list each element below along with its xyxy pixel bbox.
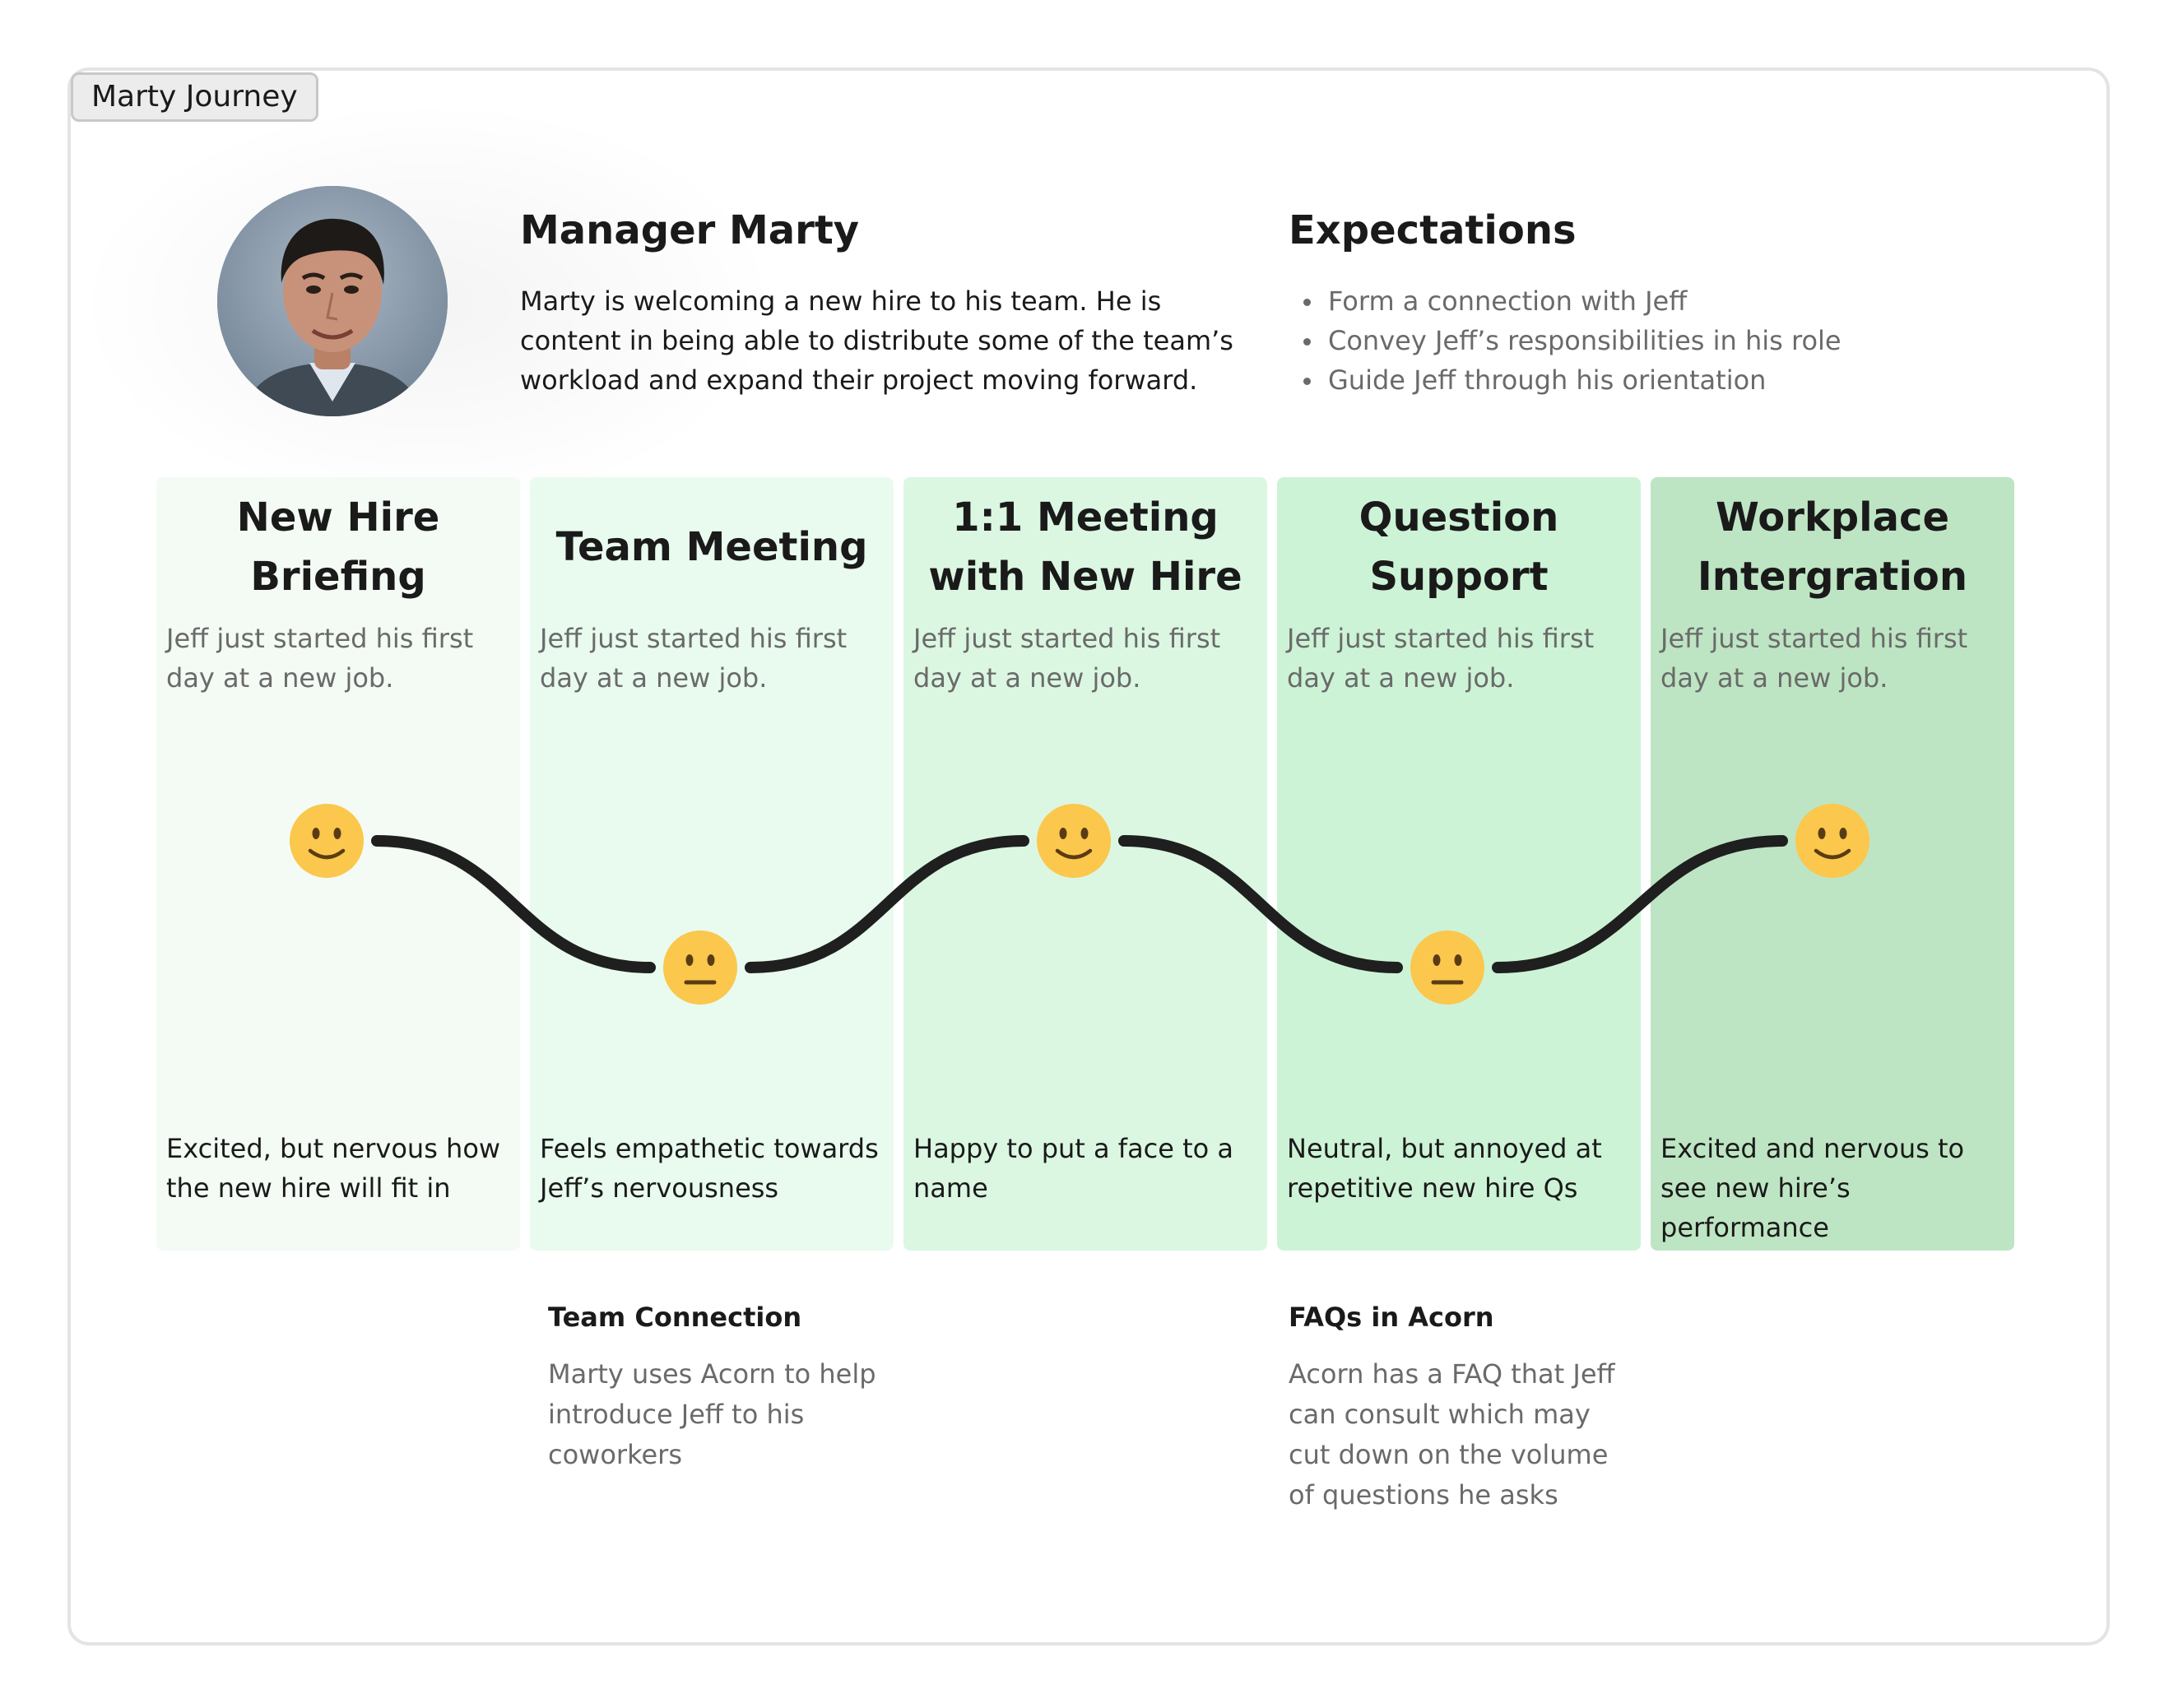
persona-description: Marty is welcoming a new hire to his tea…: [520, 285, 1233, 396]
stage-context: Jeff just started his first day at a new…: [1660, 623, 1968, 694]
frame-label[interactable]: Marty Journey: [71, 72, 318, 122]
stage-title: 1:1 Meeting with New Hire: [928, 494, 1242, 600]
stage-card: Question Support Jeff just started his f…: [1277, 477, 1641, 1251]
opportunity-description: Acorn has a FAQ that Jeff can consult wh…: [1289, 1358, 1615, 1511]
expectation-item: Convey Jeff’s responsibilities in his ro…: [1298, 321, 1842, 360]
expectations-list: Form a connection with Jeff Convey Jeff’…: [1298, 281, 1842, 400]
stage-feeling: Feels empathetic towards Jeff’s nervousn…: [540, 1133, 879, 1204]
stage-context: Jeff just started his first day at a new…: [1287, 623, 1595, 694]
stage-feeling: Excited, but nervous how the new hire wi…: [166, 1133, 501, 1204]
stage-title: New Hire Briefing: [236, 494, 440, 600]
stage-card: Workplace Intergration Jeff just started…: [1651, 477, 2014, 1251]
opportunity-description: Marty uses Acorn to help introduce Jeff …: [548, 1358, 876, 1470]
stage-card: Team Meeting Jeff just started his first…: [530, 477, 894, 1251]
opportunity-title: Team Connection: [548, 1302, 802, 1333]
expectations-title: Expectations: [1289, 207, 1577, 253]
stage-title: Team Meeting: [555, 524, 868, 570]
stage-feeling: Excited and nervous to see new hire’s pe…: [1660, 1133, 1965, 1243]
stage-title: Workplace Intergration: [1697, 494, 1968, 600]
stage-feeling: Neutral, but annoyed at repetitive new h…: [1287, 1133, 1602, 1204]
avatar: [217, 186, 448, 416]
expectation-item: Guide Jeff through his orientation: [1298, 360, 1842, 400]
stage-context: Jeff just started his first day at a new…: [540, 623, 848, 694]
opportunity-title: FAQs in Acorn: [1289, 1302, 1494, 1333]
stage-card: 1:1 Meeting with New Hire Jeff just star…: [903, 477, 1267, 1251]
person-portrait-icon: [217, 186, 448, 416]
stage-context: Jeff just started his first day at a new…: [913, 623, 1221, 694]
stage-title: Question Support: [1359, 494, 1559, 600]
stage-context: Jeff just started his first day at a new…: [166, 623, 474, 694]
persona-name: Manager Marty: [520, 207, 860, 253]
stage-feeling: Happy to put a face to a name: [913, 1133, 1234, 1204]
stage-card: New Hire Briefing Jeff just started his …: [156, 477, 520, 1251]
expectation-item: Form a connection with Jeff: [1298, 281, 1842, 321]
